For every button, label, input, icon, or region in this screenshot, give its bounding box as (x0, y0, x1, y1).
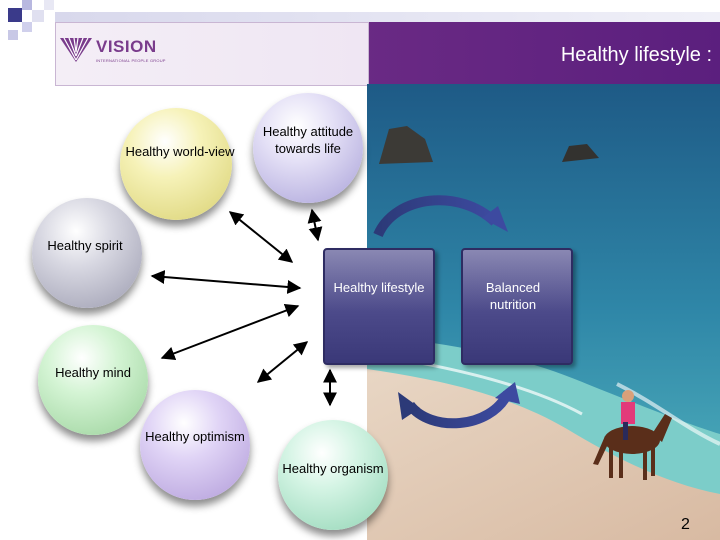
label-optimism: Healthy optimism (140, 428, 250, 445)
sphere-optimism (140, 390, 250, 500)
curved-arrow-top (378, 200, 495, 235)
label-lifestyle: Healthy lifestyle (325, 279, 433, 296)
arrow-optimism (258, 342, 307, 382)
arrow-spirit (152, 276, 300, 288)
sphere-worldview (120, 108, 232, 220)
arrow-mind (162, 306, 298, 358)
label-spirit: Healthy spirit (30, 237, 140, 254)
arrow-attitude (312, 210, 318, 240)
arrow-worldview (230, 212, 292, 262)
label-mind: Healthy mind (38, 364, 148, 381)
label-worldview: Healthy world-view (124, 143, 236, 160)
label-organism: Healthy organism (278, 460, 388, 477)
curved-arrow-bottom (410, 393, 508, 423)
label-attitude: Healthy attitude towards life (252, 123, 364, 157)
page-number: 2 (681, 516, 690, 534)
box-lifestyle (323, 248, 435, 365)
label-nutrition: Balanced nutrition (463, 279, 563, 313)
